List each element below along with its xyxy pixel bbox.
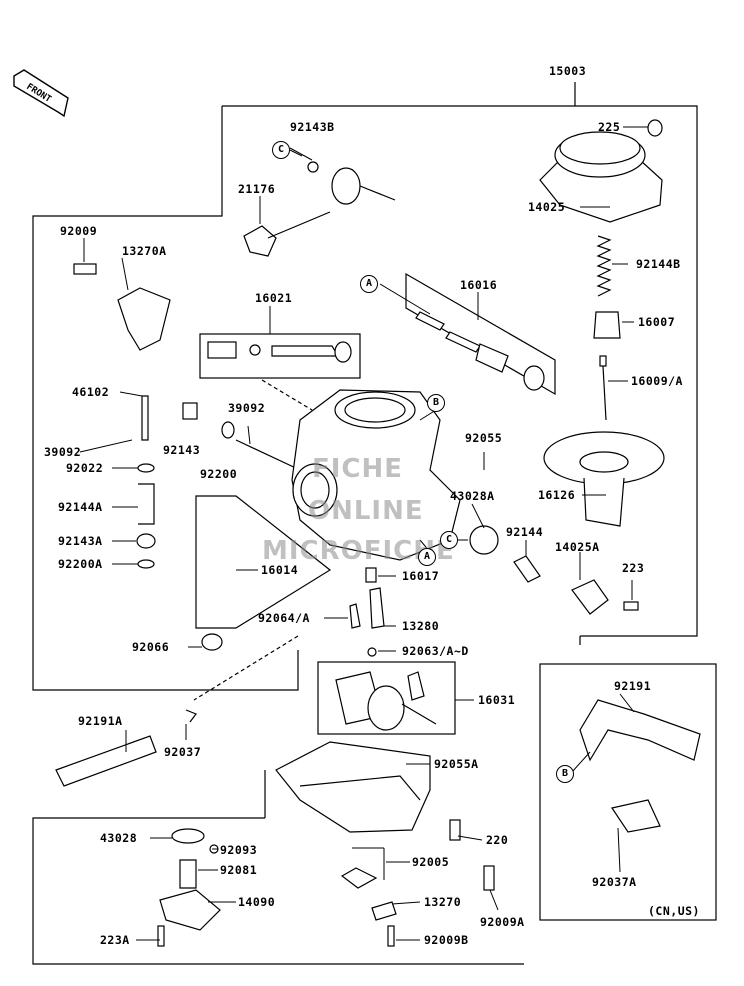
watermark-line-1: FICHE — [312, 454, 404, 484]
misc-parts-icons — [73, 119, 663, 947]
part-label-16017: 16017 — [402, 569, 440, 583]
part-label-92022: 92022 — [66, 461, 104, 475]
part-label-92144: 92144 — [506, 525, 544, 539]
part-label-16021: 16021 — [255, 291, 293, 305]
part-label-92191: 92191 — [614, 679, 652, 693]
needle-icon — [599, 355, 607, 421]
carb-top-cover-icon — [539, 131, 663, 223]
carburetor-body-icon — [291, 389, 461, 561]
part-label-15003: 15003 — [549, 64, 587, 78]
part-label-92143: 92143 — [163, 443, 201, 457]
float-bowl-icon — [275, 741, 431, 833]
part-label-16126: 16126 — [538, 488, 576, 502]
part-label-92009: 92009 — [60, 224, 98, 238]
part-label-92055A: 92055A — [434, 757, 479, 771]
part-label-14025: 14025 — [528, 200, 566, 214]
part-label-16014: 16014 — [261, 563, 299, 577]
part-label-46102: 46102 — [72, 385, 110, 399]
part-label-92063A: 92063/A~D — [402, 644, 469, 658]
part-label-13280: 13280 — [402, 619, 440, 633]
frame-outline — [222, 105, 698, 637]
choke-plunger-icon — [243, 167, 396, 257]
part-label-16031: 16031 — [478, 693, 516, 707]
part-label-14025A: 14025A — [555, 540, 600, 554]
part-label-92037A: 92037A — [592, 875, 637, 889]
part-label-223A: 223A — [100, 933, 130, 947]
part-label-92093: 92093 — [220, 843, 258, 857]
part-label-92144A: 92144A — [58, 500, 103, 514]
part-label-16009A: 16009/A — [631, 374, 683, 388]
part-label-92191A: 92191A — [78, 714, 123, 728]
part-label-16007: 16007 — [638, 315, 676, 329]
shaft-icon — [55, 735, 157, 787]
marker-c-top: C — [272, 141, 290, 159]
part-label-14090: 14090 — [238, 895, 276, 909]
part-label-92009B: 92009B — [424, 933, 469, 947]
part-label-92005: 92005 — [412, 855, 450, 869]
clip-icon — [611, 799, 661, 833]
marker-b-top: B — [427, 394, 445, 412]
part-label-92066: 92066 — [132, 640, 170, 654]
part-label-43028: 43028 — [100, 831, 138, 845]
marker-a-top: A — [360, 275, 378, 293]
marker-c-mid: C — [440, 531, 458, 549]
part-label-92144B: 92144B — [636, 257, 681, 271]
watermark-line-2: ONLINE — [308, 496, 424, 526]
part-label-39092-right: 39092 — [228, 401, 266, 415]
part-label-92009A: 92009A — [480, 915, 525, 929]
part-label-92081: 92081 — [220, 863, 258, 877]
part-label-225: 225 — [598, 120, 621, 134]
part-label-39092-left: 39092 — [44, 445, 82, 459]
leader-lines — [79, 126, 648, 941]
hose-icon — [579, 699, 701, 762]
region-note: (CN,US) — [648, 904, 700, 918]
part-label-92200: 92200 — [200, 467, 238, 481]
part-label-92200A: 92200A — [58, 557, 103, 571]
part-label-92055: 92055 — [465, 431, 503, 445]
part-label-21176: 21176 — [238, 182, 276, 196]
part-label-92143A: 92143A — [58, 534, 103, 548]
part-label-16016: 16016 — [460, 278, 498, 292]
cn-us-box — [539, 663, 717, 921]
part-label-92143B: 92143B — [290, 120, 335, 134]
part-label-92037: 92037 — [164, 745, 202, 759]
diaphragm-icon — [543, 431, 665, 527]
part-label-43028A: 43028A — [450, 489, 495, 503]
part-label-92064A: 92064/A — [258, 611, 310, 625]
part-label-13270A: 13270A — [122, 244, 167, 258]
part-label-13270: 13270 — [424, 895, 462, 909]
marker-b-hose: B — [556, 765, 574, 783]
front-arrow-icon: FRONT — [13, 69, 69, 118]
part-label-220: 220 — [486, 833, 509, 847]
marker-a-mid: A — [418, 548, 436, 566]
spring-icon — [596, 235, 612, 297]
part-label-223: 223 — [622, 561, 645, 575]
